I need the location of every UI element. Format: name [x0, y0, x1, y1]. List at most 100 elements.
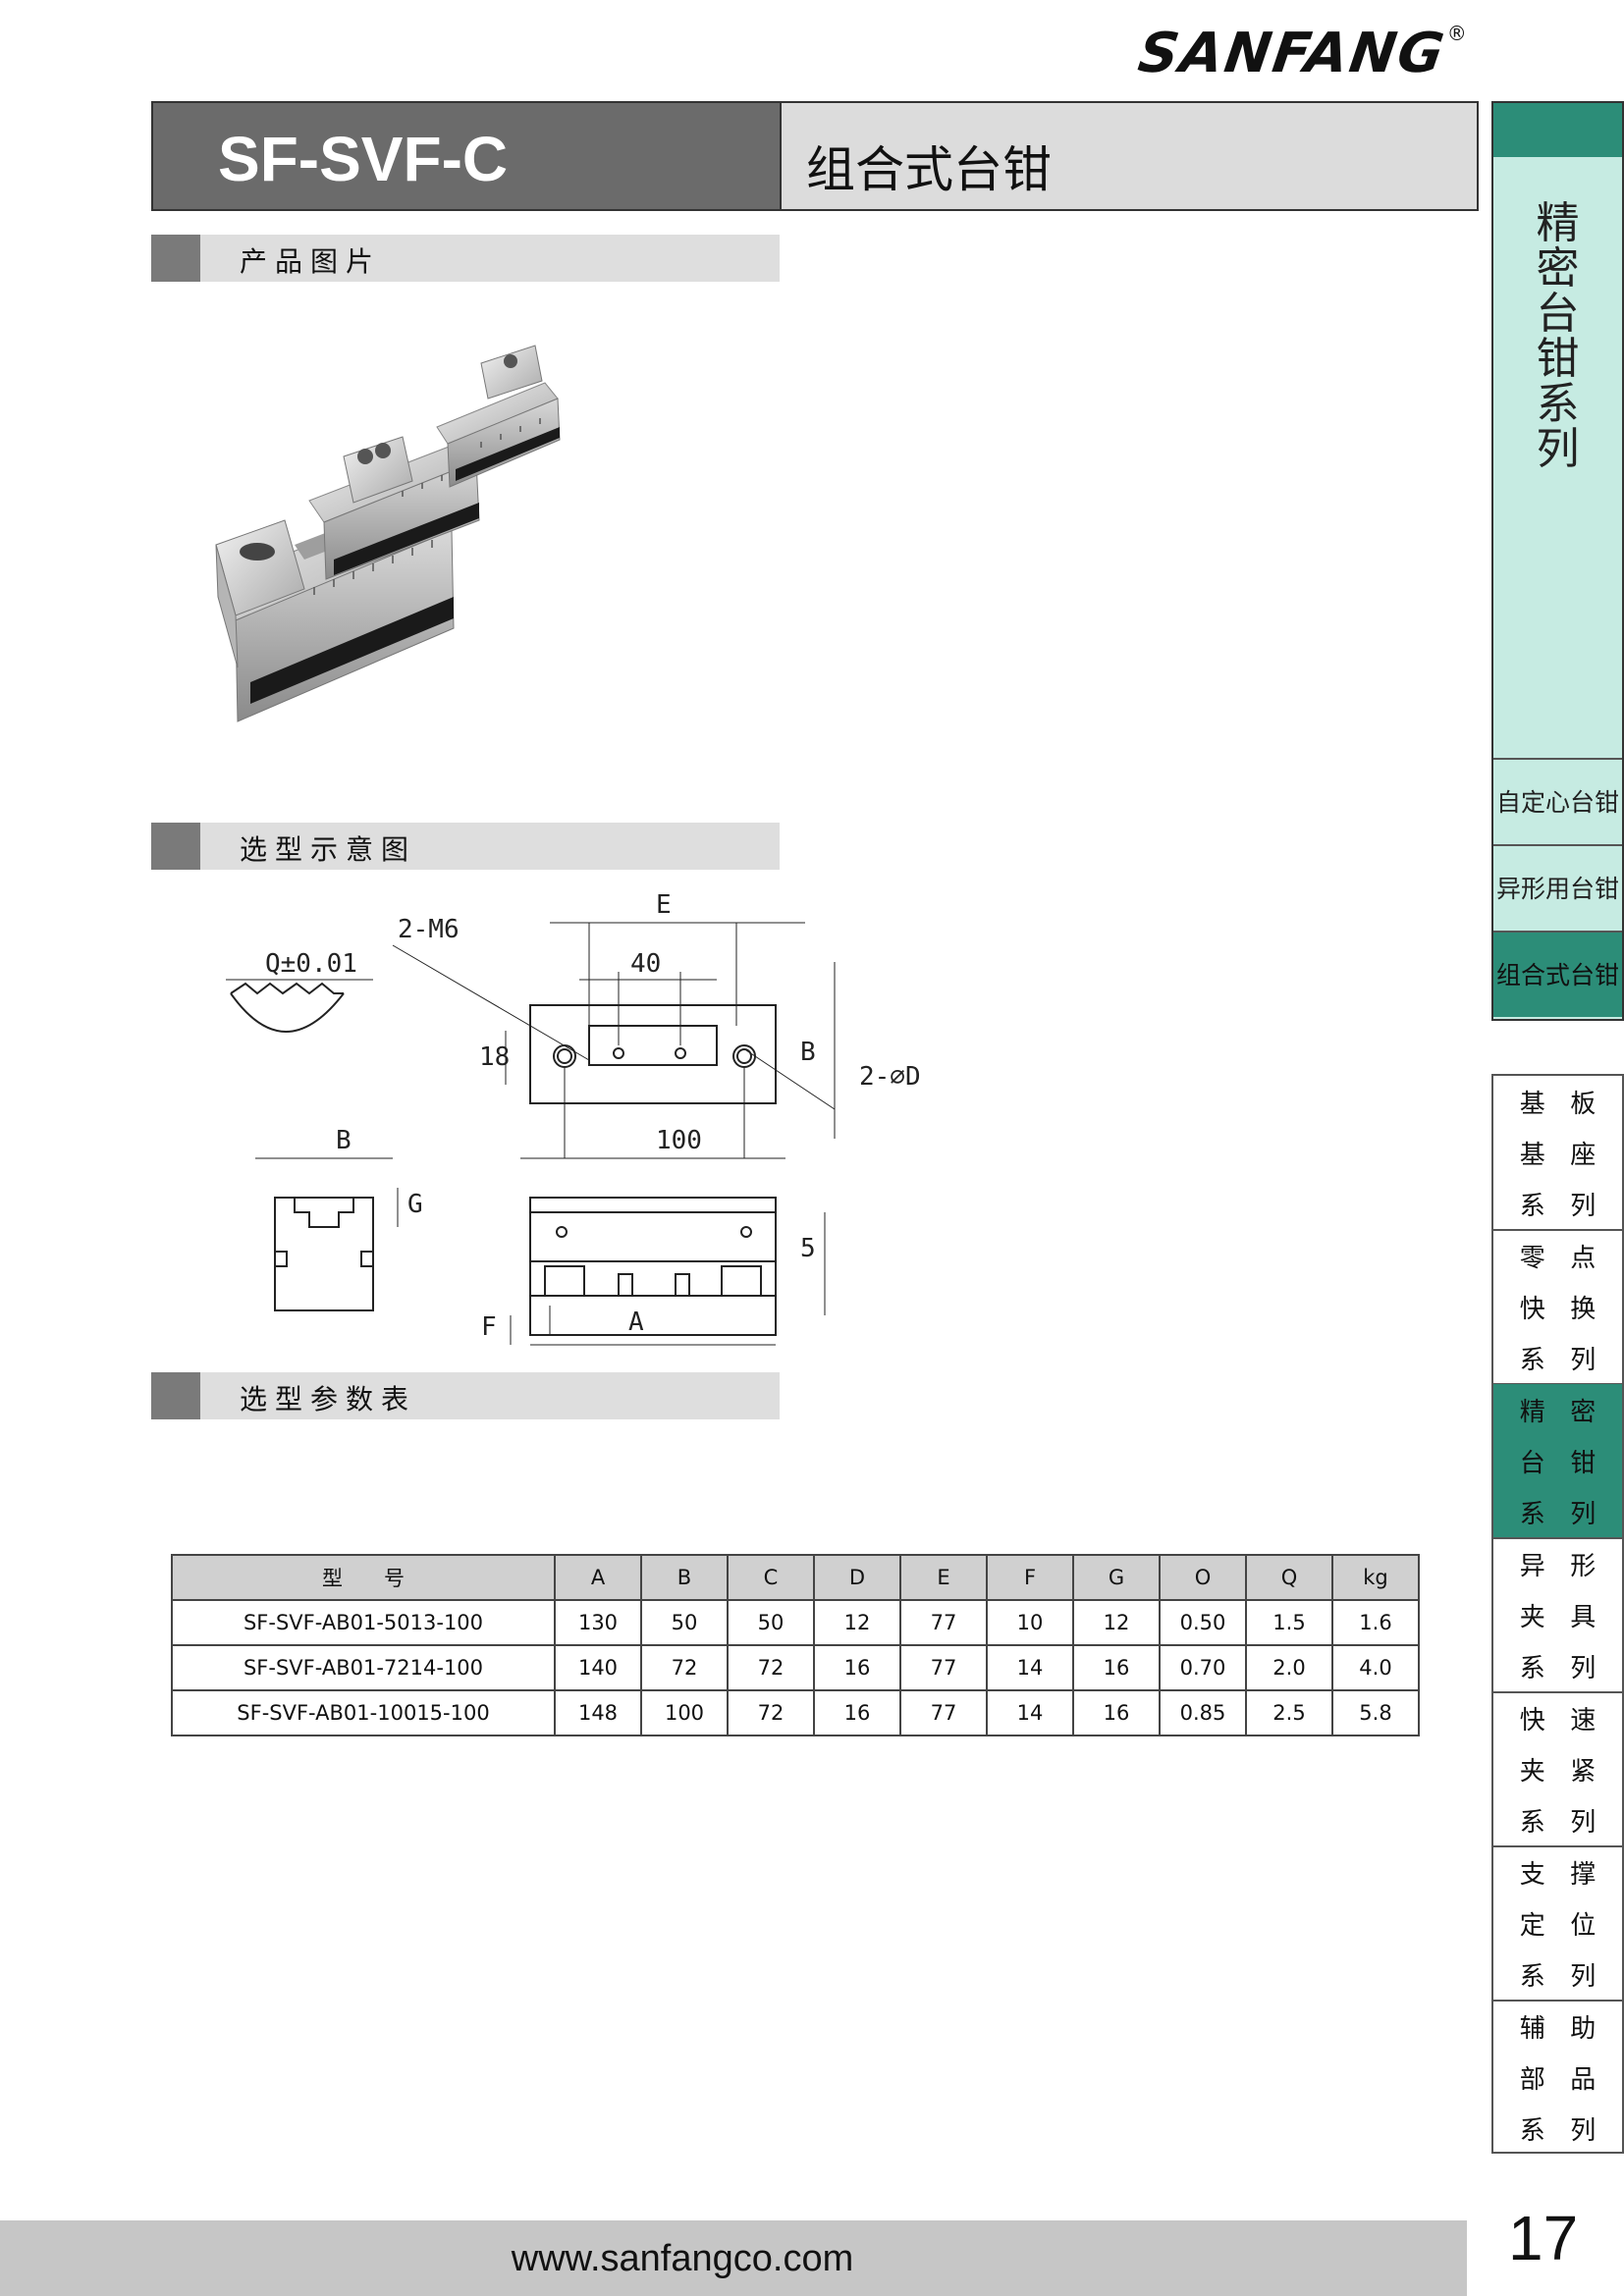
- category-char: 具: [1570, 1602, 1597, 1632]
- table-cell: 77: [899, 1689, 988, 1736]
- dim-18: 18: [479, 1042, 510, 1072]
- table-cell: 2.5: [1245, 1689, 1333, 1736]
- table-row: SF-SVF-AB01-7214-100 140 72 72 16 77 14 …: [171, 1644, 1420, 1691]
- vise-medium: [308, 436, 480, 580]
- category-line: 夹紧: [1493, 1743, 1622, 1794]
- category-precision-vise[interactable]: 精密 台钳 系列: [1493, 1384, 1622, 1539]
- dim-Q: Q±0.01: [265, 949, 357, 979]
- category-char: 点: [1570, 1243, 1597, 1273]
- dim-holes: 2-M6: [398, 915, 460, 944]
- category-line: 异形: [1493, 1538, 1622, 1589]
- category-char: 基: [1519, 1089, 1545, 1119]
- category-char: 系: [1519, 1807, 1545, 1838]
- dim-100: 100: [656, 1126, 702, 1155]
- category-char: 精: [1519, 1397, 1545, 1427]
- dim-pitch: 40: [630, 949, 661, 979]
- dim-D: 2-∅D: [859, 1062, 921, 1092]
- category-char: 异: [1519, 1551, 1545, 1581]
- vise-small: [436, 345, 561, 488]
- sub-item-special-shape[interactable]: 异形用台钳: [1493, 844, 1622, 931]
- sub-item-combination[interactable]: 组合式台钳: [1493, 931, 1622, 1017]
- category-special-fixture[interactable]: 异形 夹具 系列: [1493, 1538, 1622, 1693]
- table-cell: 0.85: [1159, 1689, 1247, 1736]
- dim-E: E: [656, 890, 672, 920]
- dim-B-top: B: [800, 1038, 816, 1067]
- category-char: 钳: [1570, 1448, 1597, 1478]
- series-tab-title: 精 密 台 钳 系 列: [1493, 201, 1622, 472]
- table-cell: 50: [640, 1599, 729, 1646]
- category-zero-point[interactable]: 零点 快换 系列: [1493, 1230, 1622, 1385]
- sub-item-self-centering[interactable]: 自定心台钳: [1493, 758, 1622, 844]
- category-line: 基座: [1493, 1127, 1622, 1178]
- dim-F: F: [481, 1312, 497, 1342]
- table-cell: 1.6: [1331, 1599, 1420, 1646]
- col-header-F: F: [986, 1554, 1074, 1601]
- table-cell: 12: [813, 1599, 901, 1646]
- product-name: 组合式台钳: [806, 141, 1052, 198]
- table-cell: 140: [554, 1644, 642, 1691]
- section-header-diagram: 选型示意图: [151, 823, 780, 870]
- category-support[interactable]: 支撑 定位 系列: [1493, 1846, 1622, 2002]
- category-char: 系: [1519, 1961, 1545, 1992]
- category-line: 快换: [1493, 1281, 1622, 1332]
- category-char: 系: [1519, 1499, 1545, 1529]
- table-cell: 5.8: [1331, 1689, 1420, 1736]
- category-char: 座: [1570, 1140, 1597, 1170]
- category-char: 台: [1519, 1448, 1545, 1478]
- category-line: 零点: [1493, 1230, 1622, 1281]
- table-cell: 50: [727, 1599, 815, 1646]
- table-cell: 16: [813, 1689, 901, 1736]
- table-cell: 72: [640, 1644, 729, 1691]
- top-view-slot: [588, 1025, 718, 1066]
- series-tab-band: [1493, 103, 1622, 157]
- category-char: 辅: [1519, 2013, 1545, 2044]
- category-line: 支撑: [1493, 1846, 1622, 1897]
- table-row: SF-SVF-AB01-10015-100 148 100 72 16 77 1…: [171, 1689, 1420, 1736]
- category-char: 支: [1519, 1859, 1545, 1890]
- dim-5: 5: [800, 1234, 816, 1263]
- table-header-row: 型 号 A B C D E F G O Q kg: [171, 1554, 1420, 1601]
- category-char: 定: [1519, 1910, 1545, 1941]
- category-quick-clamp[interactable]: 快速 夹紧 系列: [1493, 1692, 1622, 1847]
- category-char: 系: [1519, 1345, 1545, 1375]
- dim-A: A: [628, 1308, 644, 1337]
- category-char: 速: [1570, 1705, 1597, 1735]
- section-marker: [151, 235, 200, 282]
- category-line: 系列: [1493, 2103, 1622, 2154]
- category-char: 系: [1519, 2115, 1545, 2146]
- table-cell: 4.0: [1331, 1644, 1420, 1691]
- category-char: 快: [1519, 1294, 1545, 1324]
- category-accessories[interactable]: 辅助 部品 系列: [1493, 2001, 1622, 2154]
- category-char: 密: [1570, 1397, 1597, 1427]
- category-char: 列: [1570, 1191, 1597, 1221]
- category-char: 撑: [1570, 1859, 1597, 1890]
- table-cell: 0.50: [1159, 1599, 1247, 1646]
- category-baseplate[interactable]: 基板 基座 系列: [1493, 1076, 1622, 1231]
- category-line: 系列: [1493, 1178, 1622, 1229]
- model-code: SF-SVF-C: [218, 124, 509, 194]
- spec-table: 型 号 A B C D E F G O Q kg SF-SVF-AB01-501…: [171, 1554, 1420, 1736]
- table-cell: 77: [899, 1644, 988, 1691]
- section-title: 产品图片: [240, 245, 382, 278]
- table-cell: 130: [554, 1599, 642, 1646]
- col-header-C: C: [727, 1554, 815, 1601]
- category-char: 基: [1519, 1140, 1545, 1170]
- series-title-char: 精: [1536, 198, 1580, 248]
- section-title: 选型示意图: [240, 833, 417, 866]
- series-title-char: 系: [1536, 379, 1580, 429]
- category-char: 品: [1570, 2064, 1597, 2095]
- table-cell: 10: [986, 1599, 1074, 1646]
- table-cell: 16: [813, 1644, 901, 1691]
- end-view-outline: [274, 1197, 374, 1311]
- brand-name: SANFANG: [1134, 22, 1450, 85]
- category-char: 夹: [1519, 1756, 1545, 1787]
- col-header-E: E: [899, 1554, 988, 1601]
- series-title-char: 密: [1536, 243, 1580, 294]
- category-line: 系列: [1493, 1332, 1622, 1383]
- category-line: 部品: [1493, 2052, 1622, 2103]
- category-char: 列: [1570, 1807, 1597, 1838]
- category-line: 精密: [1493, 1384, 1622, 1435]
- col-header-D: D: [813, 1554, 901, 1601]
- series-tab: 精 密 台 钳 系 列 自定心台钳 异形用台钳 组合式台钳: [1491, 101, 1624, 1021]
- footer-url[interactable]: www.sanfangco.com: [511, 2238, 854, 2279]
